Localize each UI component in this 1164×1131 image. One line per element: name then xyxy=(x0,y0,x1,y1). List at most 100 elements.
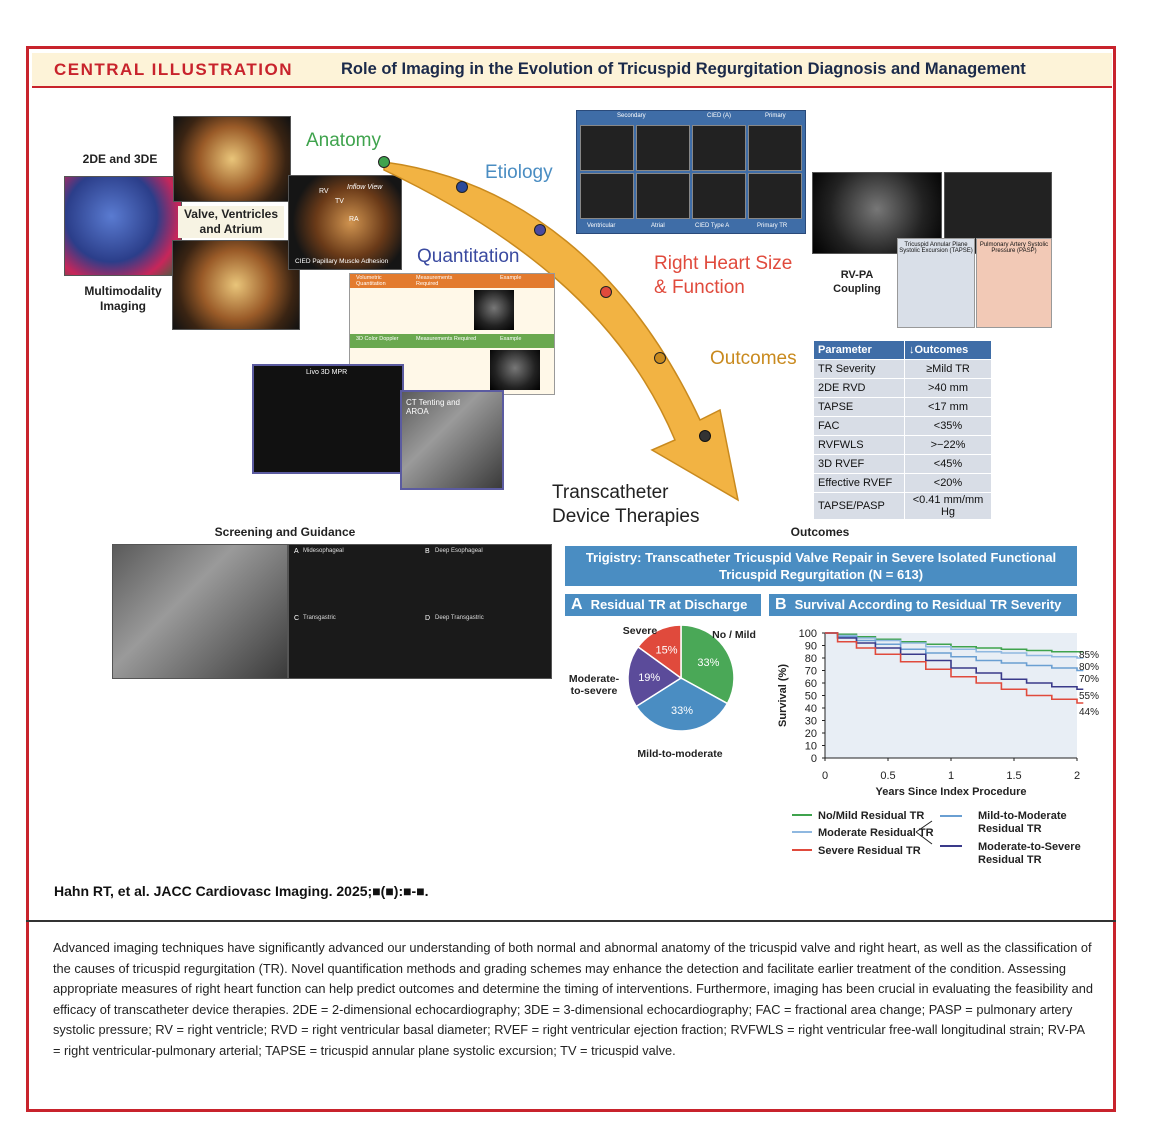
x-tick-label: 0.5 xyxy=(880,770,895,782)
label-2de-3de: 2DE and 3DE xyxy=(82,152,158,166)
tee-label-c: C xyxy=(294,615,300,622)
stage-marker-outcomes xyxy=(654,352,666,364)
figure-caption: Advanced imaging techniques have signifi… xyxy=(53,940,1093,1058)
trigistry-banner: Trigistry: Transcatheter Tricuspid Valve… xyxy=(565,546,1077,586)
quant-example-image-2 xyxy=(490,350,540,390)
ct-tenting-image: CT Tenting and AROA xyxy=(400,390,504,490)
legend-bracket xyxy=(915,820,933,845)
y-tick-label: 50 xyxy=(805,691,817,703)
etiology-echo-3 xyxy=(692,125,746,171)
param-row: 3D RVEF<45% xyxy=(813,454,992,474)
param-threshold: <35% xyxy=(904,416,992,436)
label-valve-ventricles-atrium: Valve, Ventricles and Atrium xyxy=(178,206,284,238)
pie-slice xyxy=(680,624,735,705)
param-name: 3D RVEF xyxy=(813,454,905,474)
livo-3d-mpr-image: Livo 3D MPR xyxy=(252,364,404,474)
pie-value-label: 15% xyxy=(656,645,678,657)
quant-h1-0: Volumetric Quantitation xyxy=(356,275,386,287)
etiology-echo-1 xyxy=(580,125,634,171)
km-end-label: 80% xyxy=(1079,662,1099,673)
km-end-label: 55% xyxy=(1079,691,1099,702)
y-tick-label: 40 xyxy=(805,703,817,715)
y-tick-label: 10 xyxy=(805,741,817,753)
stage-right-heart: Right Heart Size & Function xyxy=(654,253,793,298)
pie-value-label: 33% xyxy=(697,657,719,669)
residual-tr-pie-chart: 33%33%19%15%No / MildMild-to-moderateMod… xyxy=(569,624,756,760)
y-tick-label: 0 xyxy=(811,753,817,765)
etiology-echo-2 xyxy=(636,125,690,171)
caption-divider xyxy=(26,920,1116,922)
tapse-diagram: Tricuspid Annular Plane Systolic Excursi… xyxy=(897,238,975,328)
etiology-footer-cied-type-a: CIED Type A xyxy=(695,223,730,229)
x-tick-label: 0 xyxy=(822,770,828,782)
tee-title-c: Transgastric xyxy=(303,615,336,621)
etiology-valve-1 xyxy=(580,173,634,219)
figure-title: Role of Imaging in the Evolution of Tric… xyxy=(341,60,1026,78)
param-header-parameter: Parameter xyxy=(813,340,905,360)
legend-severe: Severe Residual TR xyxy=(818,845,921,857)
tee-label-d: D xyxy=(425,615,431,622)
ct-screening-image xyxy=(112,544,288,679)
quant-h2-2: Example xyxy=(500,336,522,342)
quant-h1-2: Example xyxy=(500,275,522,281)
illustration-frame xyxy=(26,46,1116,1112)
param-threshold: <45% xyxy=(904,454,992,474)
param-row: Effective RVEF<20% xyxy=(813,473,992,493)
y-tick-label: 60 xyxy=(805,678,817,690)
param-header-row: Parameter ↓Outcomes xyxy=(813,340,992,360)
pie-slice xyxy=(627,645,683,708)
param-threshold: ≥Mild TR xyxy=(904,359,992,379)
etiology-header-primary: Primary xyxy=(765,113,786,119)
echo-label-ra: RA xyxy=(349,216,359,223)
etiology-echo-4 xyxy=(748,125,802,171)
y-tick-label: 30 xyxy=(805,716,817,728)
param-threshold: <0.41 mm/mm Hg xyxy=(904,492,992,520)
tee-title-a: Midesophageal xyxy=(303,548,344,554)
km-series-line xyxy=(825,632,1084,704)
x-tick-label: 2 xyxy=(1074,770,1080,782)
stage-marker-etiology xyxy=(456,181,468,193)
stage-outcomes: Outcomes xyxy=(710,348,797,369)
panel-a-title: Residual TR at Discharge xyxy=(590,597,748,612)
km-end-label: 85% xyxy=(1079,650,1099,661)
echo-label-rv: RV xyxy=(319,188,329,195)
param-name: FAC xyxy=(813,416,905,436)
pasp-diagram: Pulmonary Artery Systolic Pressure (PASP… xyxy=(976,238,1052,328)
cied-papillary-label: CIED Papillary Muscle Adhesion xyxy=(295,258,389,265)
km-end-label: 70% xyxy=(1079,674,1099,685)
param-threshold: <20% xyxy=(904,473,992,493)
panel-b-title: Survival According to Residual TR Severi… xyxy=(794,597,1062,612)
etiology-footer-ventricular: Ventricular xyxy=(587,223,616,229)
citation-credit: Hahn RT, et al. JACC Cardiovasc Imaging.… xyxy=(54,883,429,899)
param-row: RVFWLS>−22% xyxy=(813,435,992,455)
progression-arrow xyxy=(383,161,740,502)
pie-value-label: 19% xyxy=(638,672,660,684)
etiology-header-secondary: Secondary xyxy=(617,113,646,119)
param-header-outcomes: ↓Outcomes xyxy=(904,340,992,360)
rvpa-coupling-label: RV-PA Coupling xyxy=(833,269,881,295)
pasp-diagram-label: Pulmonary Artery Systolic Pressure (PASP… xyxy=(979,242,1049,254)
pie-slice xyxy=(635,677,729,732)
legend-no-mild: No/Mild Residual TR xyxy=(818,810,925,822)
ct-label: CT Tenting and AROA xyxy=(406,398,460,416)
stage-anatomy: Anatomy xyxy=(306,130,381,151)
outcomes-section-title: Outcomes xyxy=(790,525,850,539)
tee-title-b: Deep Esophageal xyxy=(435,548,483,554)
stage-marker-quantitation xyxy=(534,224,546,236)
param-name: TAPSE/PASP xyxy=(813,492,905,520)
quant-h1-1: Measurements Required xyxy=(416,275,453,287)
param-threshold: <17 mm xyxy=(904,397,992,417)
param-name: 2DE RVD xyxy=(813,378,905,398)
etiology-grid: Secondary CIED (A) Primary Ventricular A… xyxy=(576,110,806,234)
echo-label-inflow: Inflow View xyxy=(347,184,383,191)
x-axis-title: Years Since Index Procedure xyxy=(875,786,1026,798)
etiology-footer-primary-tr: Primary TR xyxy=(757,223,788,229)
param-name: Effective RVEF xyxy=(813,473,905,493)
stage-marker-right-heart xyxy=(600,286,612,298)
km-end-label: 44% xyxy=(1079,707,1099,718)
echo-inflow-view-image: Inflow View RV TV RA CIED Papillary Musc… xyxy=(288,175,402,270)
stage-etiology: Etiology xyxy=(485,162,553,183)
